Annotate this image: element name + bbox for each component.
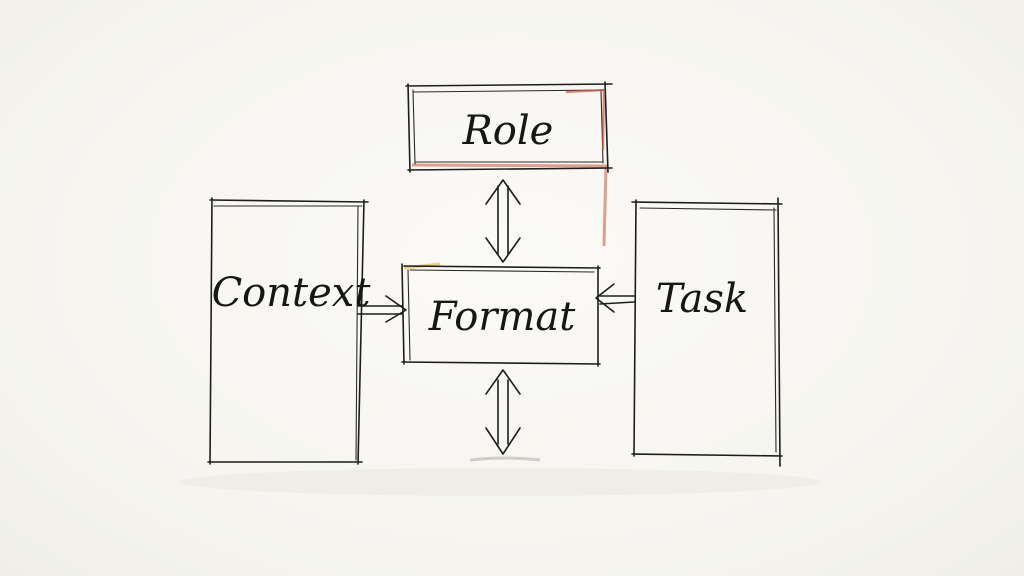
ground-mark	[469, 456, 541, 462]
arrow-context-format-head	[385, 295, 407, 323]
context-box	[207, 197, 369, 465]
task-label: Task	[656, 276, 748, 322]
arrow-task-format-shaft	[599, 295, 635, 305]
role-box-inner	[412, 89, 605, 165]
arrow-role-format-head-up	[485, 179, 521, 205]
context-box-inner	[213, 205, 363, 461]
arrow-context-format	[357, 295, 407, 323]
format-box-inner	[407, 269, 595, 361]
role-box	[405, 81, 613, 173]
arrow-role-format-shaft	[497, 185, 509, 255]
role-node: Role	[405, 81, 613, 247]
role-accent-red	[411, 163, 608, 247]
ground-shadow	[180, 468, 820, 496]
arrow-role-format	[485, 179, 521, 263]
context-node: Context	[207, 197, 372, 465]
arrow-role-format-head-down	[485, 237, 521, 263]
arrow-format-ground-shaft	[497, 379, 509, 445]
format-box	[401, 263, 601, 367]
arrow-task-format-head	[595, 283, 615, 313]
role-accent-corner	[565, 88, 606, 151]
task-box-inner	[639, 207, 777, 453]
arrow-format-ground-head-down	[485, 427, 521, 455]
role-label: Role	[462, 108, 554, 154]
arrow-format-ground	[485, 369, 521, 455]
task-box	[631, 197, 783, 467]
arrow-format-ground-head-up	[485, 369, 521, 395]
arrow-context-format-shaft	[357, 305, 403, 315]
task-node: Task	[631, 197, 783, 467]
format-label: Format	[428, 294, 577, 340]
arrow-task-format	[595, 283, 635, 313]
format-node: Format	[401, 262, 601, 367]
context-label: Context	[212, 270, 372, 316]
